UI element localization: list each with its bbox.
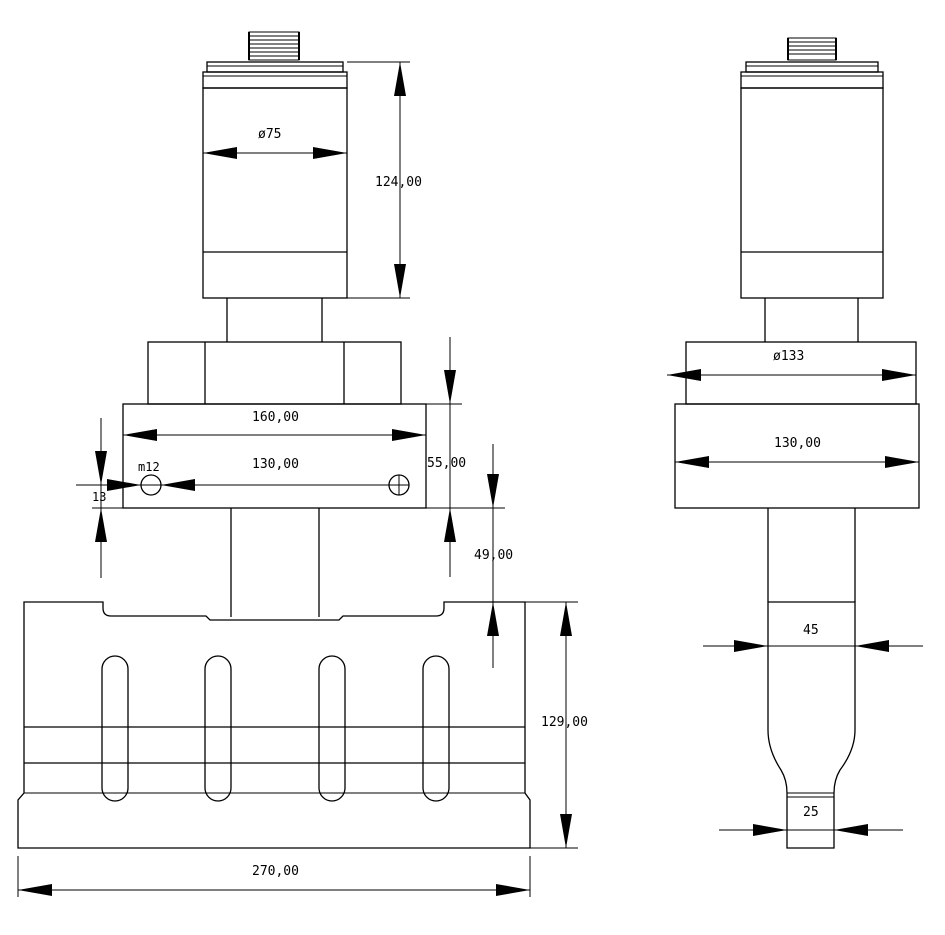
- dim-height-transducer: 124,00: [347, 61, 422, 299]
- dim-label-25: 25: [803, 805, 819, 820]
- dim-height-flange: 55,00: [426, 337, 466, 577]
- side-connector-thread: [787, 37, 837, 61]
- transducer-neck: [226, 298, 323, 342]
- dim-height-booster: 49,00: [440, 444, 513, 668]
- dim-label-124: 124,00: [375, 175, 422, 190]
- side-transducer-body: [740, 87, 884, 299]
- dim-label-130-front: 130,00: [252, 457, 299, 472]
- side-mounting-plate: [674, 403, 920, 509]
- horn: [17, 601, 531, 849]
- connector-thread: [248, 31, 300, 61]
- dim-diameter-transducer: ø75: [203, 127, 347, 159]
- booster-shaft: [230, 508, 320, 617]
- dim-label-diameter-133: ø133: [773, 349, 804, 364]
- dim-label-129: 129,00: [541, 715, 588, 730]
- side-transducer-neck: [764, 298, 859, 342]
- side-booster-shaft: [767, 508, 856, 602]
- dim-label-160: 160,00: [252, 410, 299, 425]
- dim-label-m12: m12: [138, 460, 160, 474]
- dim-width-horn-top: 45: [703, 623, 923, 652]
- dim-label-diameter-75: ø75: [258, 127, 281, 142]
- dim-width-horn-tip: 25: [719, 805, 903, 836]
- dim-label-130-side: 130,00: [774, 436, 821, 451]
- dim-width-flange: 160,00: [123, 410, 426, 441]
- dim-label-13: 13: [92, 490, 106, 504]
- dim-hole-spacing: 130,00 m12: [76, 457, 389, 491]
- dim-label-55: 55,00: [427, 456, 466, 471]
- dim-diameter-side-flange: ø133: [667, 349, 916, 381]
- dim-label-49: 49,00: [474, 548, 513, 563]
- dim-hole-offset: 13: [92, 418, 123, 578]
- side-horn: [767, 601, 856, 849]
- transducer-body: [202, 87, 348, 299]
- front-view: ø75 124,00 160,00 130,00 m12: [17, 31, 588, 897]
- transducer-cap: [202, 61, 348, 89]
- upper-flange: [147, 341, 402, 405]
- side-view: ø133 130,00 45 25: [667, 37, 923, 849]
- dim-width-side-plate: 130,00: [675, 436, 919, 468]
- dim-width-horn: 270,00: [17, 856, 531, 897]
- dim-label-45: 45: [803, 623, 819, 638]
- side-transducer-cap: [740, 61, 884, 89]
- dim-label-270: 270,00: [252, 864, 299, 879]
- dim-height-horn: 129,00: [525, 601, 588, 849]
